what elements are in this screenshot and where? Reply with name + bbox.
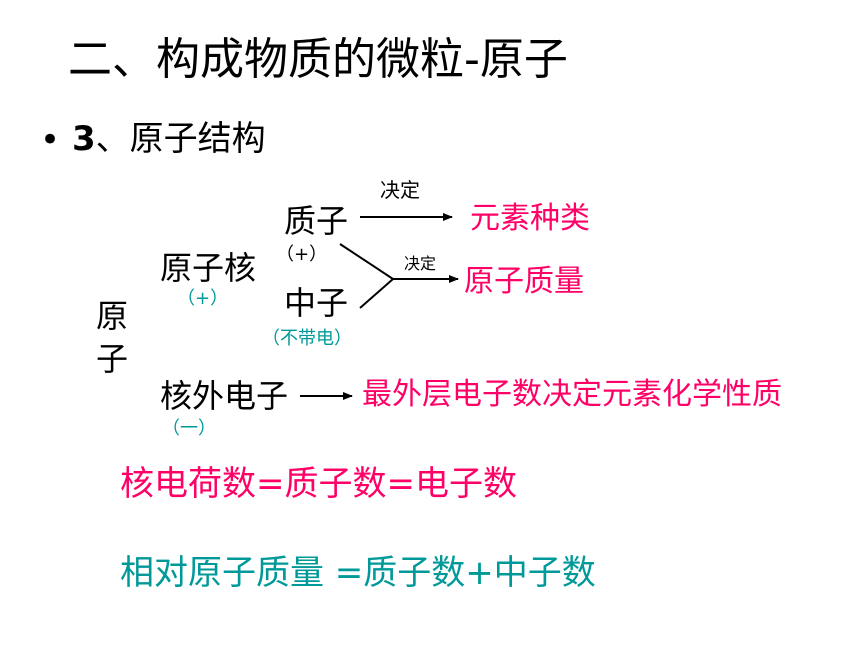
nucleus-label: 原子核 [160,249,257,287]
atomic-mass-label: 原子质量 [464,264,584,299]
electron-label: 核外电子 [160,377,289,415]
section-number: 3 [72,119,96,159]
neutron-label: 中子 [284,284,349,322]
decides-label-mid: 决定 [404,254,437,273]
atom-label-line2: 子 [96,340,129,378]
section-heading: 3、原子结构 [72,122,266,156]
outer-electrons-label: 最外层电子数决定元素化学性质 [362,377,782,412]
charge-equation: 核电荷数=质子数=电子数 [120,464,517,504]
neutron-charge: （不带电） [262,328,352,349]
proton-label: 质子 [284,202,349,240]
branch-proton-line [339,243,394,280]
section-heading-text: 、原子结构 [95,119,266,159]
bullet-dot: • [40,120,61,160]
proton-charge: （+） [276,244,328,265]
element-type-label: 元素种类 [470,201,590,236]
decides-label-top: 决定 [380,178,420,202]
branch-neutron-line [359,278,394,309]
mass-equation: 相对原子质量 =质子数+中子数 [120,553,596,593]
slide-title: 二、构成物质的微粒-原子 [68,34,568,85]
electron-charge: （一） [162,418,216,439]
atom-label-line1: 原 [96,297,129,335]
nucleus-charge: （+） [177,288,229,309]
